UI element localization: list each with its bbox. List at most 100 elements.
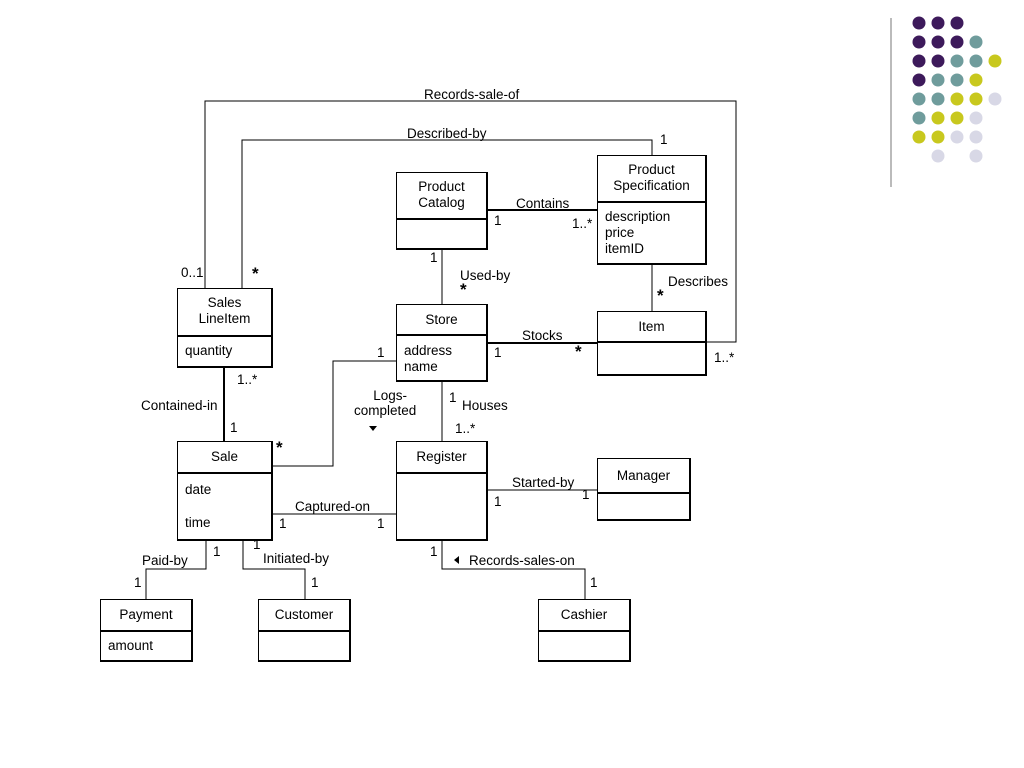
decorative-dot — [931, 92, 945, 106]
class-name: Customer — [274, 607, 334, 622]
decorative-dot-grid — [890, 16, 1002, 187]
decorative-dot — [950, 92, 964, 106]
decorative-dot — [950, 35, 964, 49]
mult-store-usedby: * — [460, 280, 467, 299]
decorative-dot — [969, 73, 983, 87]
decorative-dot — [969, 35, 983, 49]
mult-register-records: 1 — [430, 544, 438, 559]
label-captured-on: Captured-on — [295, 499, 371, 514]
records-sale-of-line — [204, 100, 737, 343]
decorative-dot — [950, 16, 964, 30]
class-customer: Customer — [258, 599, 351, 662]
initiated-by-line — [242, 540, 306, 600]
mult-item-records: 1..* — [714, 350, 735, 365]
label-contains: Contains — [516, 196, 570, 211]
class-register: Register — [396, 441, 488, 541]
class-name: Item — [638, 319, 665, 334]
label-stocks: Stocks — [522, 328, 563, 343]
mult-register-started: 1 — [494, 494, 502, 509]
mult-store-houses: 1 — [449, 390, 457, 405]
label-logs-completed: Logs-completed — [354, 388, 417, 418]
mult-store-stocks: 1 — [494, 345, 502, 360]
class-name: Store — [425, 312, 458, 327]
mult-register-houses: 1..* — [455, 421, 476, 436]
mult-store-logs: 1 — [377, 345, 385, 360]
class-item: Item — [597, 311, 707, 376]
label-used-by: Used-by — [460, 268, 511, 283]
decorative-dot — [912, 92, 926, 106]
class-name: Sale — [210, 449, 239, 464]
described-by-line — [241, 139, 653, 289]
records-sales-on-arrow-icon — [454, 556, 459, 564]
label-describes: Describes — [668, 274, 729, 289]
mult-catalog-usedby: 1 — [430, 250, 438, 265]
decorative-dot — [988, 92, 1002, 106]
label-paid-by: Paid-by — [142, 553, 188, 568]
mult-item-stocks: * — [575, 342, 582, 361]
attr-address: address — [404, 343, 453, 358]
decorative-dot — [912, 16, 926, 30]
dot-pattern — [912, 16, 1002, 163]
attr-price: price — [605, 225, 635, 240]
mult-sale-initiated: 1 — [253, 537, 261, 552]
decorative-dot — [969, 92, 983, 106]
store-attributes: address name — [397, 343, 452, 375]
class-store: Store address name — [396, 304, 488, 382]
class-name: Cashier — [560, 607, 608, 622]
decorative-dot — [950, 130, 964, 144]
mult-sale-captured: 1 — [279, 516, 287, 531]
decorative-dot — [969, 130, 983, 144]
decorative-dot — [912, 54, 926, 68]
class-name: Manager — [616, 468, 671, 483]
label-contained-in: Contained-in — [141, 398, 218, 413]
class-name: Register — [416, 449, 467, 464]
decorative-dot — [931, 54, 945, 68]
decorative-dot — [912, 111, 926, 125]
attr-name: name — [404, 359, 438, 374]
class-cashier: Cashier — [538, 599, 631, 662]
decorative-dot — [931, 16, 945, 30]
label-records-sale-of: Records-sale-of — [424, 87, 520, 102]
mult-sli-described: * — [252, 264, 259, 283]
attr-itemid: itemID — [605, 241, 645, 256]
decorative-dot — [912, 35, 926, 49]
attr-time: time — [185, 515, 211, 530]
decorative-dot — [969, 111, 983, 125]
paid-by-line — [145, 540, 207, 600]
class-payment: Payment amount — [100, 599, 193, 662]
mult-sli-contained: 1..* — [237, 372, 258, 387]
mult-spec-described: 1 — [660, 132, 668, 147]
decorative-dot — [950, 111, 964, 125]
mult-sale-contained: 1 — [230, 420, 238, 435]
decorative-dot — [988, 54, 1002, 68]
mult-spec-contains: 1..* — [572, 216, 593, 231]
mult-cashier-records: 1 — [590, 575, 598, 590]
mult-sale-logs: * — [276, 438, 283, 457]
decorative-dot — [969, 149, 983, 163]
label-started-by: Started-by — [512, 475, 575, 490]
attr-quantity: quantity — [185, 343, 233, 358]
mult-payment-paid: 1 — [134, 575, 142, 590]
decorative-dot — [912, 130, 926, 144]
mult-register-captured: 1 — [377, 516, 385, 531]
attr-date: date — [185, 482, 212, 497]
class-sale: Sale date time — [177, 441, 273, 541]
class-manager: Manager — [597, 458, 691, 521]
mult-customer-initiated: 1 — [311, 575, 319, 590]
records-sales-on-line — [441, 540, 586, 600]
mult-sale-paid: 1 — [213, 544, 221, 559]
decorative-dot — [969, 54, 983, 68]
decorative-dot — [950, 73, 964, 87]
decorative-dot — [931, 35, 945, 49]
label-houses: Houses — [462, 398, 508, 413]
logs-completed-line — [272, 360, 397, 467]
label-initiated-by: Initiated-by — [263, 551, 330, 566]
decorative-dot — [931, 111, 945, 125]
